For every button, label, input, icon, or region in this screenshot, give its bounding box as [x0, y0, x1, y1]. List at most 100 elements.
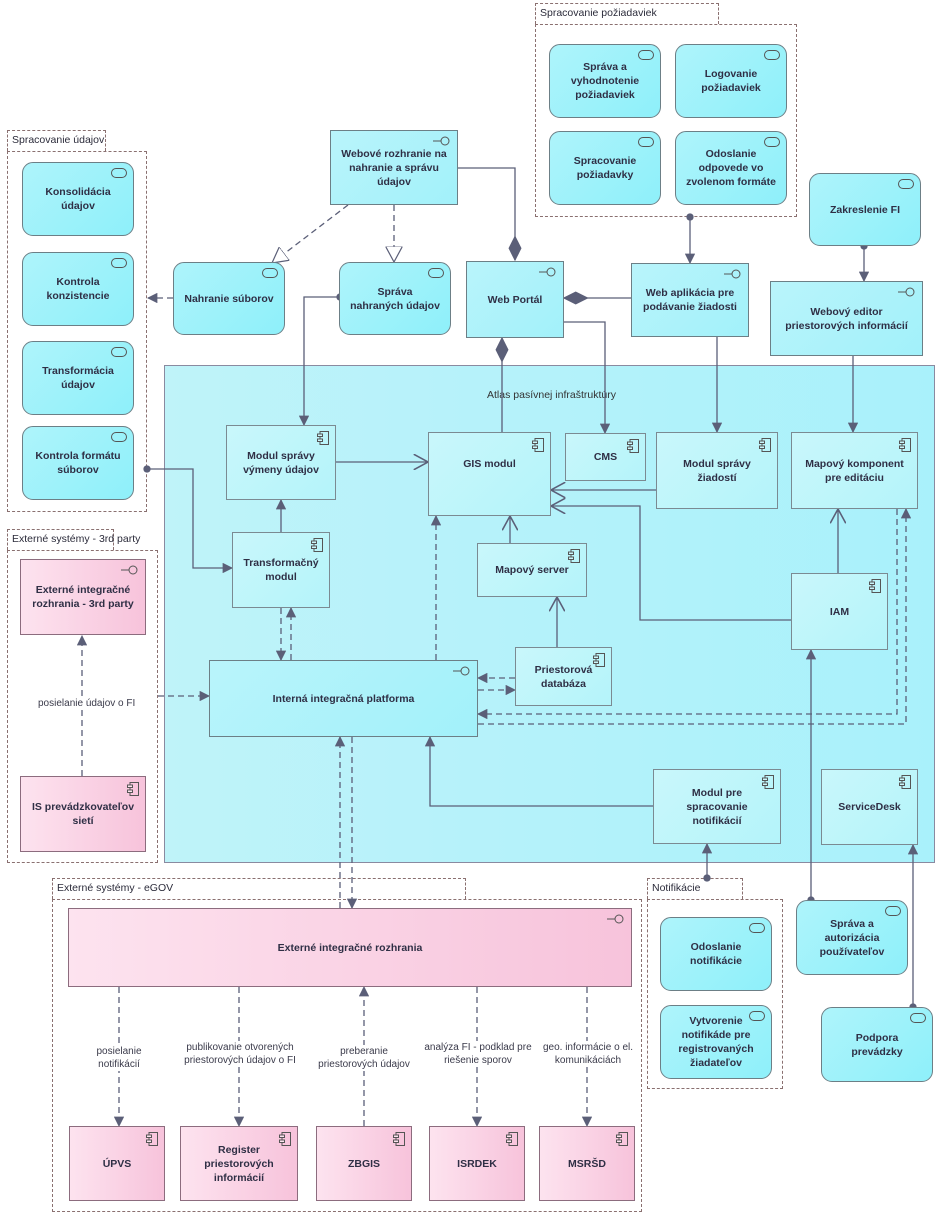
interface-icon	[121, 565, 138, 575]
interface-interna-platforma[interactable]: Interná integračná platforma	[209, 660, 478, 737]
component-gis-modul[interactable]: GIS modul	[428, 432, 551, 516]
interface-web-aplikacia[interactable]: Web aplikácia pre podávanie žiadosti	[631, 263, 749, 337]
interface-externe-egov[interactable]: Externé integračné rozhrania	[68, 908, 632, 987]
group-spracovanie-poziadaviek	[535, 24, 797, 217]
service-sprava-vyhodnotenie[interactable]: Správa a vyhodnotenie požiadaviek	[549, 44, 661, 118]
service-label: Odoslanie odpovede vo zvolenom formáte	[686, 148, 776, 188]
service-sprava-autorizacia[interactable]: Správa a autorizácia používateľov	[796, 900, 908, 975]
component-modul-notifikacii[interactable]: Modul pre spracovanie notifikácií	[653, 769, 781, 844]
group-tab-spracovanie-poziadaviek: Spracovanie požiadaviek	[535, 3, 719, 24]
service-label: Nahranie súborov	[184, 292, 274, 305]
group-tab-externe-egov: Externé systémy - eGOV	[52, 878, 466, 899]
service-icon	[898, 179, 914, 189]
component-icon	[568, 549, 580, 563]
interface-icon	[453, 666, 470, 676]
component-label: Mapový server	[495, 564, 569, 576]
component-label: CMS	[593, 451, 618, 463]
component-label: Modul pre spracovanie notifikácií	[686, 786, 748, 827]
service-nahranie-suborov[interactable]: Nahranie súborov	[173, 262, 285, 335]
group-tab-externe-3rd-party: Externé systémy - 3rd party	[7, 529, 140, 550]
service-icon	[749, 1011, 765, 1021]
component-icon	[899, 438, 911, 452]
service-label: Kontrola formátu súborov	[35, 450, 121, 476]
service-icon	[111, 432, 127, 442]
component-modul-vymeny[interactable]: Modul správy výmeny údajov	[226, 425, 336, 500]
interface-icon	[607, 914, 624, 924]
service-zakreslenie-fi[interactable]: Zakreslenie FI	[809, 173, 921, 246]
service-label: Kontrola konzistencie	[46, 276, 110, 302]
component-register[interactable]: Register priestorových informácií	[180, 1126, 298, 1201]
component-icon	[532, 438, 544, 452]
interface-label: Webové rozhranie na nahranie a správu úd…	[341, 147, 447, 188]
component-icon	[393, 1132, 405, 1146]
component-icon	[593, 653, 605, 667]
component-iam[interactable]: IAM	[791, 573, 888, 650]
component-label: MSRŠD	[568, 1157, 606, 1170]
component-label: Transformačný modul	[243, 557, 319, 583]
service-kontrola-konzistencie[interactable]: Kontrola konzistencie	[22, 252, 134, 326]
component-icon	[146, 1132, 158, 1146]
service-label: Správa a autorizácia používateľov	[819, 917, 885, 958]
component-mapovy-server[interactable]: Mapový server	[477, 543, 587, 597]
component-label: IAM	[829, 605, 850, 618]
service-icon	[428, 268, 444, 278]
service-kontrola-formatu[interactable]: Kontrola formátu súborov	[22, 426, 134, 500]
label-publikovanie: publikovanie otvorených priestorových úd…	[180, 1041, 300, 1067]
component-label: Mapový komponent pre editáciu	[805, 457, 904, 484]
service-spracovanie-poziadavky[interactable]: Spracovanie požiadavky	[549, 131, 661, 205]
component-modul-ziadosti[interactable]: Modul správy žiadostí	[656, 432, 778, 509]
group-notifikacie	[647, 899, 783, 1089]
component-label: Priestorová databáza	[534, 663, 593, 690]
service-label: Konsolidácia údajov	[45, 186, 111, 212]
component-is-prevadzkovatelov[interactable]: IS prevádzkovateľov sietí	[20, 776, 146, 852]
interface-label: Webový editor priestorových informácií	[785, 305, 908, 332]
component-icon	[762, 775, 774, 789]
component-servicedesk[interactable]: ServiceDesk	[821, 769, 918, 845]
label-preberanie: preberanie priestorových údajov	[316, 1045, 412, 1071]
interface-icon	[539, 267, 556, 277]
interface-label: Externé integračné rozhrania - 3rd party	[32, 584, 134, 610]
service-label: Správa nahraných údajov	[350, 285, 440, 312]
service-sprava-nahranych[interactable]: Správa nahraných údajov	[339, 262, 451, 335]
service-label: Správa a vyhodnotenie požiadaviek	[570, 61, 640, 101]
component-mapovy-komponent[interactable]: Mapový komponent pre editáciu	[791, 432, 918, 509]
component-icon	[759, 438, 771, 452]
interface-webove-rozhranie[interactable]: Webové rozhranie na nahranie a správu úd…	[330, 130, 458, 205]
interface-label: Externé integračné rozhrania	[277, 941, 423, 954]
interface-web-portal[interactable]: Web Portál	[466, 261, 564, 338]
component-label: GIS modul	[463, 458, 516, 470]
interface-webovy-editor[interactable]: Webový editor priestorových informácií	[770, 281, 923, 356]
component-isrdek[interactable]: ISRDEK	[429, 1126, 525, 1201]
component-icon	[311, 538, 323, 552]
atlas-title: Atlas pasívnej infraštruktúry	[487, 389, 616, 401]
service-label: Vytvorenie notifikáde pre registrovaných…	[678, 1015, 754, 1069]
component-transformacny[interactable]: Transformačný modul	[232, 532, 330, 608]
service-icon	[111, 168, 127, 178]
service-transformacia[interactable]: Transformácia údajov	[22, 341, 134, 415]
component-priestorova-db[interactable]: Priestorová databáza	[515, 647, 612, 706]
interface-icon	[724, 269, 741, 279]
component-msrsd[interactable]: MSRŠD	[539, 1126, 635, 1201]
service-icon	[638, 50, 654, 60]
group-tab-spracovanie-udajov: Spracovanie údajov	[7, 130, 106, 151]
component-cms[interactable]: CMS	[565, 433, 646, 481]
component-zbgis[interactable]: ZBGIS	[316, 1126, 412, 1201]
component-label: Modul správy žiadostí	[683, 457, 751, 484]
service-icon	[749, 923, 765, 933]
service-icon	[764, 50, 780, 60]
interface-externe-3rd-party[interactable]: Externé integračné rozhrania - 3rd party	[20, 559, 146, 635]
service-icon	[111, 347, 127, 357]
service-vytvorenie-notifikacie[interactable]: Vytvorenie notifikáde pre registrovaných…	[660, 1005, 772, 1079]
service-podpora-prevadzky[interactable]: Podpora prevádzky	[821, 1007, 933, 1082]
service-icon	[638, 137, 654, 147]
service-odoslanie-notifikacie[interactable]: Odoslanie notifikácie	[660, 917, 772, 991]
component-upvs[interactable]: ÚPVS	[69, 1126, 165, 1201]
service-konsolidacia[interactable]: Konsolidácia údajov	[22, 162, 134, 236]
service-logovanie[interactable]: Logovanie požiadaviek	[675, 44, 787, 118]
service-odoslanie-odpovede[interactable]: Odoslanie odpovede vo zvolenom formáte	[675, 131, 787, 205]
service-label: Zakreslenie FI	[829, 203, 901, 216]
group-spracovanie-udajov	[7, 151, 147, 512]
component-icon	[616, 1132, 628, 1146]
component-icon	[506, 1132, 518, 1146]
component-icon	[627, 439, 639, 453]
